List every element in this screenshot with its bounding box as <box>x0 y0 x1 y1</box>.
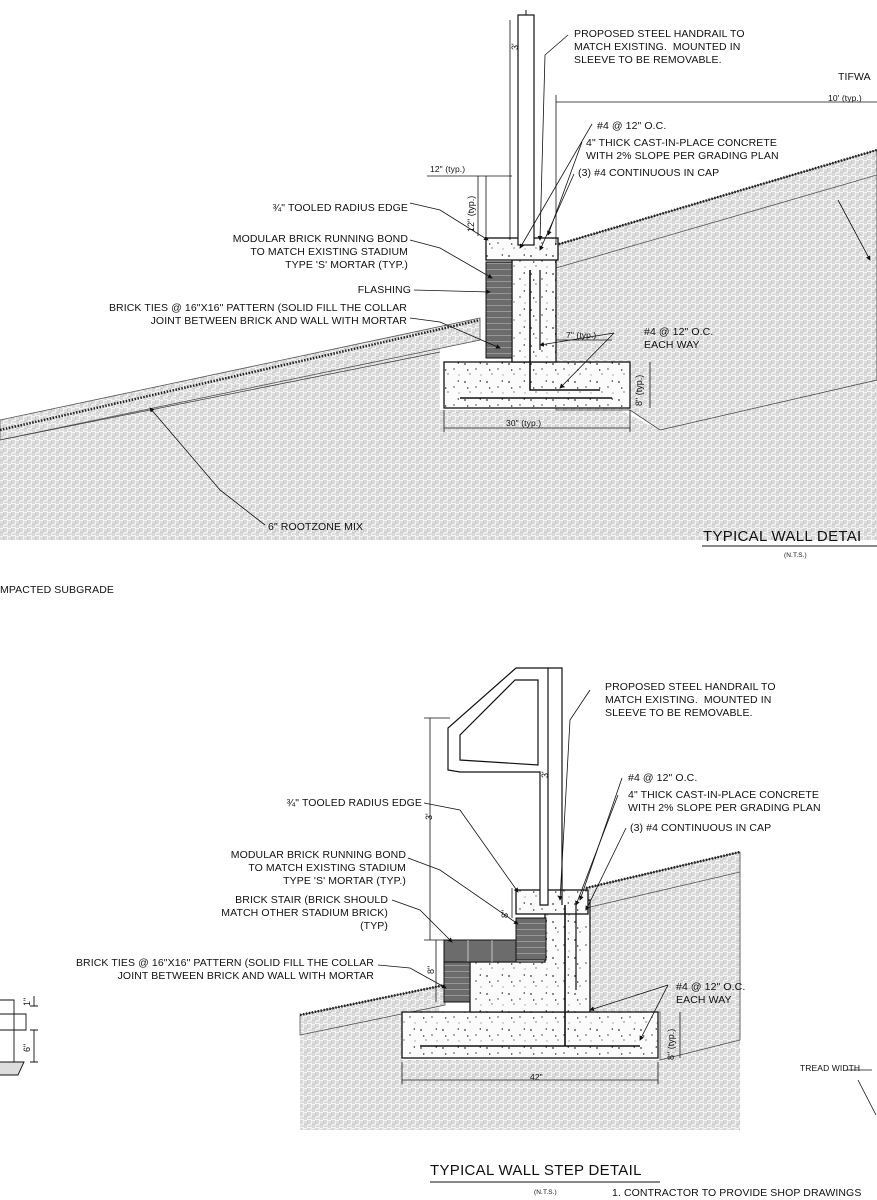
bottom-handrail <box>447 667 549 906</box>
bottom-rebar-each-way: #4 @ 12" O.C.EACH WAY <box>676 981 746 1006</box>
top-handrail-post <box>517 14 535 246</box>
bottom-dim-42: 42" <box>530 1072 543 1082</box>
top-rebar-each-way: #4 @ 12" O.C.EACH WAY <box>644 326 714 351</box>
side-dim-1: 1" <box>22 997 32 1006</box>
bottom-brick-lower <box>443 961 471 1003</box>
top-rootzone-label: 6" ROOTZONE MIX <box>268 521 364 533</box>
top-flashing-label: FLASHING <box>357 284 411 296</box>
contractor-note: 1. CONTRACTOR TO PROVIDE SHOP DRAWINGS <box>612 1187 862 1199</box>
bottom-dim-8typ: 8" (typ.) <box>666 1028 676 1060</box>
top-tifway-label: TIFWA <box>838 71 871 83</box>
bottom-dim-8b: 8" <box>426 965 436 974</box>
bottom-dim-3b: 3' <box>424 813 434 820</box>
bottom-tread-width: TREAD WIDTH <box>800 1063 861 1073</box>
bottom-title: TYPICAL WALL STEP DETAIL <box>430 1162 642 1179</box>
top-cap-note: (3) #4 CONTINUOUS IN CAP <box>578 167 720 179</box>
bottom-soil-left <box>300 990 740 1130</box>
top-stem-wall <box>511 255 557 363</box>
top-dim-7: 7" (typ.) <box>566 330 597 340</box>
top-dim-8: 8" (typ.) <box>634 374 644 406</box>
top-dim-3ft: 3' <box>510 43 520 50</box>
top-grass-left <box>0 318 481 432</box>
side-dim-6: 6" <box>22 1043 32 1052</box>
side-detail-fragment <box>0 996 38 1076</box>
top-nts: (N.T.S.) <box>784 552 807 559</box>
bottom-footing <box>401 1011 659 1059</box>
top-dim-12h: 12" (typ.) <box>430 164 466 174</box>
top-ties-note: BRICK TIES @ 16"X16" PATTERN (SOLID FILL… <box>108 302 407 327</box>
top-subgrade-label: MPACTED SUBGRADE <box>0 584 115 596</box>
top-title: TYPICAL WALL DETAI <box>703 528 862 545</box>
bottom-cap-note: (3) #4 CONTINUOUS IN CAP <box>630 822 772 834</box>
bottom-brick-upper <box>515 917 547 961</box>
top-radius-note: ¾" TOOLED RADIUS EDGE <box>272 202 408 214</box>
top-dim-30: 30" (typ.) <box>506 418 542 428</box>
top-footing <box>443 361 631 409</box>
bottom-radius-note: ¾" TOOLED RADIUS EDGE <box>286 797 422 809</box>
top-dim-12v: 12" (typ.) <box>466 195 476 232</box>
bottom-rootzone-left <box>299 984 446 1036</box>
bottom-nts: (N.T.S.) <box>534 1189 557 1196</box>
bottom-step-mass <box>469 899 591 1013</box>
top-rebar-top-label: #4 @ 12" O.C. <box>597 120 667 132</box>
bottom-brick-tread <box>443 939 517 963</box>
top-right-slope <box>555 149 877 431</box>
bottom-rebar-top-label: #4 @ 12" O.C. <box>628 772 698 784</box>
bottom-dim-3a: 3' <box>540 771 550 778</box>
top-dim-10ft: 10' (typ.) <box>828 93 862 103</box>
bottom-ties-note: BRICK TIES @ 16"X16" PATTERN (SOLID FILL… <box>75 957 374 982</box>
bottom-dim-8a: 8" <box>500 909 510 918</box>
